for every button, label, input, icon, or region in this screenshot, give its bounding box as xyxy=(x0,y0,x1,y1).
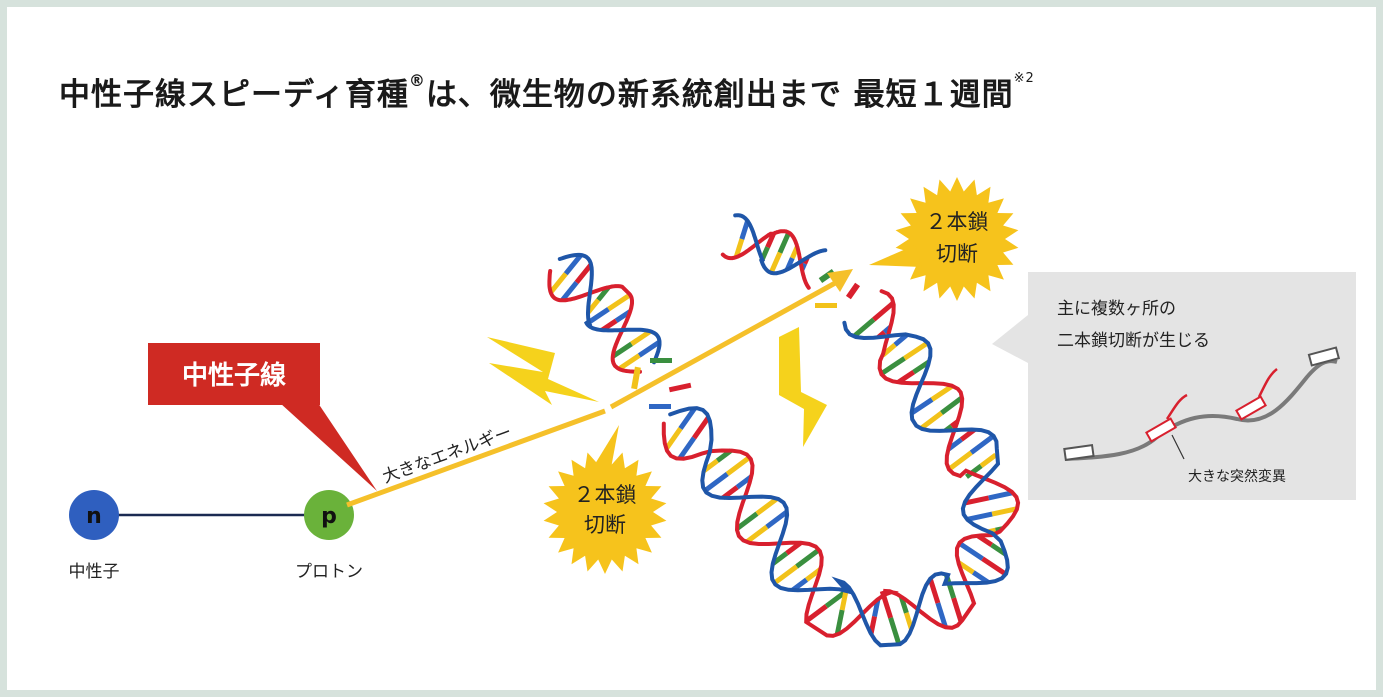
proton-label: プロトン xyxy=(295,562,363,582)
proton-symbol: p xyxy=(321,504,337,529)
mutation-label: 大きな突然変異 xyxy=(1188,468,1286,485)
lightning-bolt-center xyxy=(779,327,827,447)
burst-upper-line2: 切断 xyxy=(936,242,978,266)
callout-pointer xyxy=(280,403,377,491)
burst-upper-line1: ２本鎖 xyxy=(926,210,989,234)
burst-lower-line1: ２本鎖 xyxy=(574,483,637,507)
break-site-1 xyxy=(1146,419,1175,442)
energy-beam-2 xyxy=(611,282,837,407)
info-box-pointer xyxy=(992,315,1028,363)
energy-label: 大きなエネルギー xyxy=(380,422,515,487)
neutron-symbol: n xyxy=(86,504,102,529)
diagram-canvas: 中性子線 n 中性子 p プロトン 大きなエネルギー xyxy=(7,7,1376,690)
diagram-frame: 中性子線スピーディ育種®は、微生物の新系統創出まで 最短１週間※2 主に複数ヶ所… xyxy=(7,7,1376,690)
mutated-genome-strand xyxy=(1064,348,1339,460)
burst-upper-pointer xyxy=(869,245,922,267)
break-site-2 xyxy=(1236,397,1265,420)
lightning-bolt-left xyxy=(487,337,599,405)
callout-label: 中性子線 xyxy=(182,360,286,391)
neutron-label: 中性子 xyxy=(69,562,120,582)
burst-lower-line2: 切断 xyxy=(584,513,626,537)
energy-beam-head xyxy=(827,269,853,292)
burst-upper xyxy=(896,177,1019,301)
